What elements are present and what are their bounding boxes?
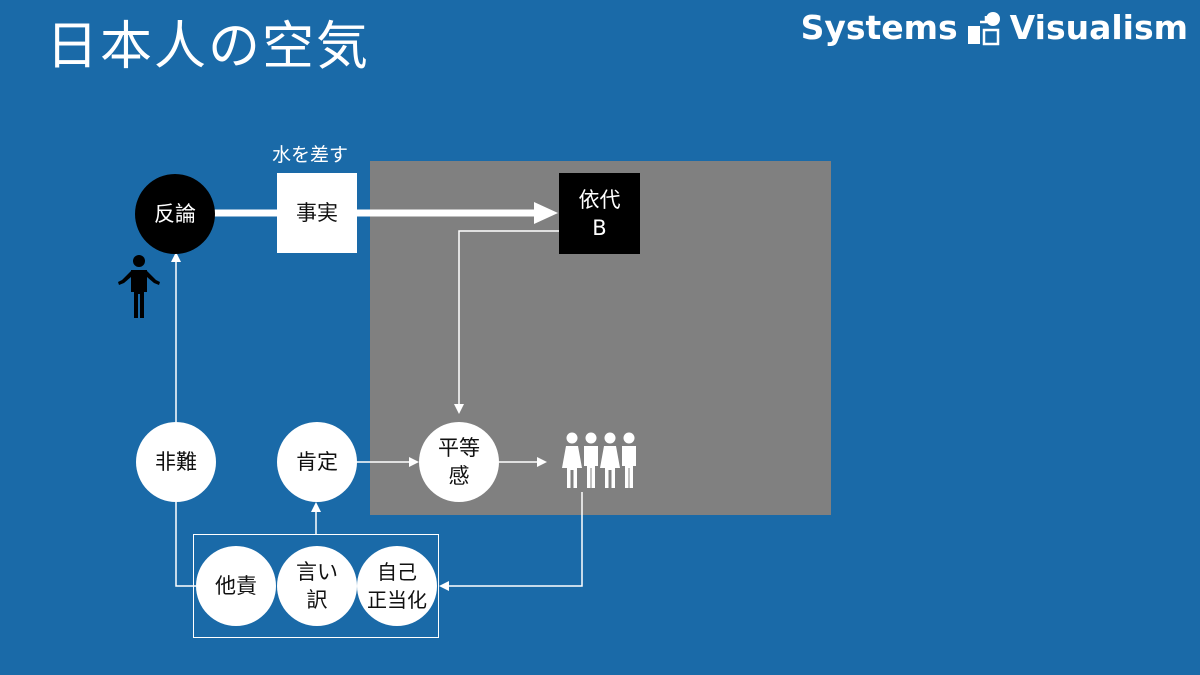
taseki-to-hinan-connector (175, 501, 196, 587)
slide-title: 日本人の空気 (46, 17, 371, 77)
node-hanron: 反論 (135, 174, 215, 254)
node-taseki: 他責 (196, 546, 276, 626)
excuse-group-frame (193, 534, 439, 638)
node-jiko-seitouka: 自己 正当化 (357, 546, 437, 626)
node-byodo-line1: 平等 (438, 436, 480, 460)
node-iiwake-line2: 訳 (306, 588, 328, 612)
node-jijitsu: 事実 (277, 173, 357, 253)
node-izon-line2: B (592, 215, 607, 240)
node-izon-line1: 依代 (578, 187, 621, 212)
node-hinan-label: 非難 (155, 450, 197, 474)
node-byodo-line2: 感 (448, 464, 470, 488)
brand-text-systems: Systems (800, 8, 958, 47)
mizu-wo-sasu-label: 水を差す (272, 144, 349, 166)
node-byodo: 平等 感 (419, 422, 499, 502)
node-iiwake-line1: 言い (296, 560, 338, 584)
people-group-icon (562, 432, 636, 488)
node-hinan: 非難 (136, 422, 216, 502)
brand-text-visualism: Visualism (1009, 8, 1188, 47)
shrugging-person-icon (118, 255, 160, 318)
node-hanron-label: 反論 (154, 202, 196, 226)
node-taseki-label: 他責 (215, 574, 257, 598)
izon-arrowhead-icon (534, 202, 558, 224)
node-izon-b: 依代 B (559, 173, 640, 254)
node-koutei: 肯定 (277, 422, 357, 502)
people-to-group-connector (439, 492, 583, 591)
node-jiko-line1: 自己 (377, 560, 417, 584)
node-koutei-label: 肯定 (296, 450, 338, 474)
systems-visualism-logo-icon (967, 12, 1000, 46)
node-jijitsu-label: 事実 (296, 201, 338, 225)
node-iiwake: 言い 訳 (277, 546, 357, 626)
izon-to-byodo-connector (454, 230, 560, 414)
node-jiko-line2: 正当化 (367, 588, 427, 612)
brand-logo: Systems Visualism (801, 8, 1188, 48)
